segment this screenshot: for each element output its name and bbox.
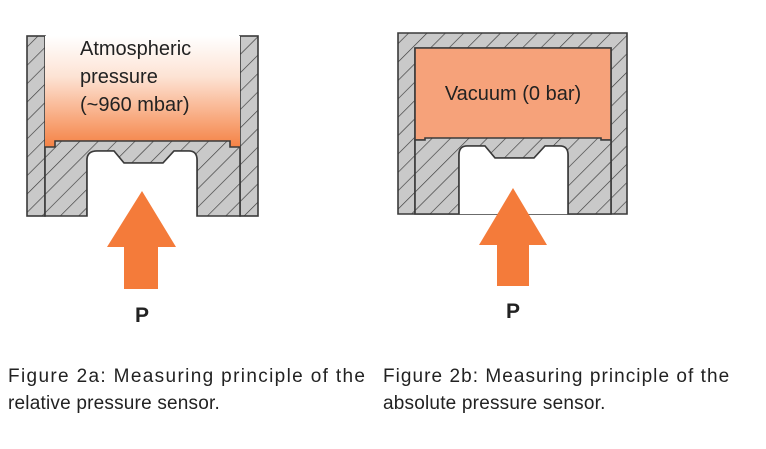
left-wall xyxy=(26,35,46,217)
force-label-p: P xyxy=(506,300,520,323)
sensor-cavity xyxy=(86,150,198,216)
figure-2a-caption: Figure 2a: Measuring principle of the re… xyxy=(8,363,368,417)
force-label-p: P xyxy=(135,304,149,327)
atmospheric-label: Atmospheric pressure (~960 mbar) xyxy=(80,38,197,116)
caption-line: relative pressure sensor. xyxy=(8,393,220,414)
atmospheric-label-line: Atmospheric xyxy=(80,38,191,60)
vacuum-label: Vacuum (0 bar) xyxy=(445,83,581,105)
caption-line: Figure 2a: Measuring principle of the xyxy=(8,366,367,387)
figure-2a-relative-sensor: Atmospheric pressure (~960 mbar) P xyxy=(26,35,259,327)
atmospheric-label-line: pressure xyxy=(80,66,158,88)
caption-line: absolute pressure sensor. xyxy=(383,393,606,414)
figure-2b-caption: Figure 2b: Measuring principle of the ab… xyxy=(383,363,753,417)
pressure-arrow xyxy=(107,191,176,289)
right-wall xyxy=(239,35,259,217)
pressure-arrow xyxy=(479,188,547,286)
caption-line: Figure 2b: Measuring principle of the xyxy=(383,366,731,387)
sensor-cavity xyxy=(458,145,569,214)
atmospheric-pressure-region xyxy=(45,36,240,152)
figure-2b-absolute-sensor: Vacuum (0 bar) P xyxy=(397,32,628,323)
atmospheric-label-line: (~960 mbar) xyxy=(80,94,190,116)
